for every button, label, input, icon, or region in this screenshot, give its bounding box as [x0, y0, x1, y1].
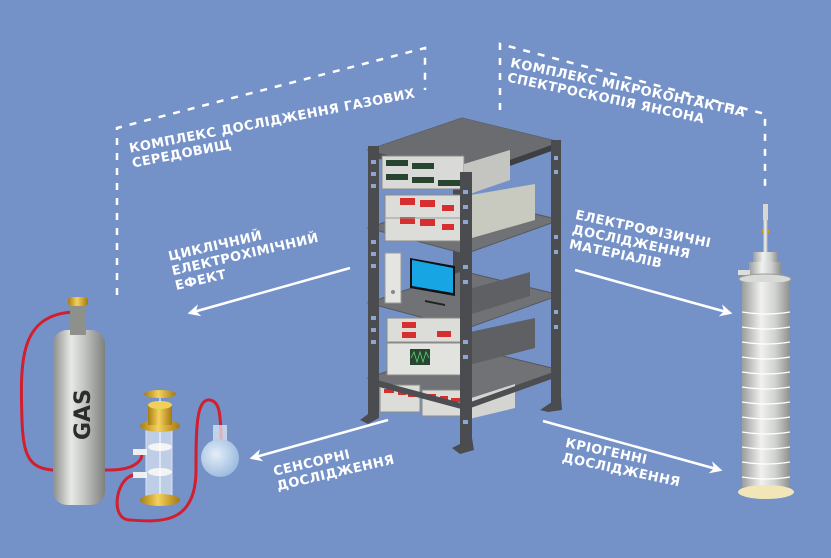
- arrow-cyclic: [187, 266, 351, 317]
- gas-cylinder: [53, 330, 105, 505]
- flask: [201, 439, 239, 477]
- cryostat: [738, 204, 794, 499]
- arrow-cryogenic: [542, 419, 723, 474]
- gas-cylinder-label: GAS: [71, 389, 96, 440]
- arrow-sensor: [249, 418, 389, 462]
- cryostat-rings: [741, 311, 791, 480]
- group-outline-jans: [498, 42, 767, 190]
- arrow-electrophysical: [574, 268, 733, 317]
- instrument-rack: [360, 117, 562, 454]
- gas-setup: GAS: [19, 297, 239, 523]
- electrochemical-cell: [145, 429, 173, 501]
